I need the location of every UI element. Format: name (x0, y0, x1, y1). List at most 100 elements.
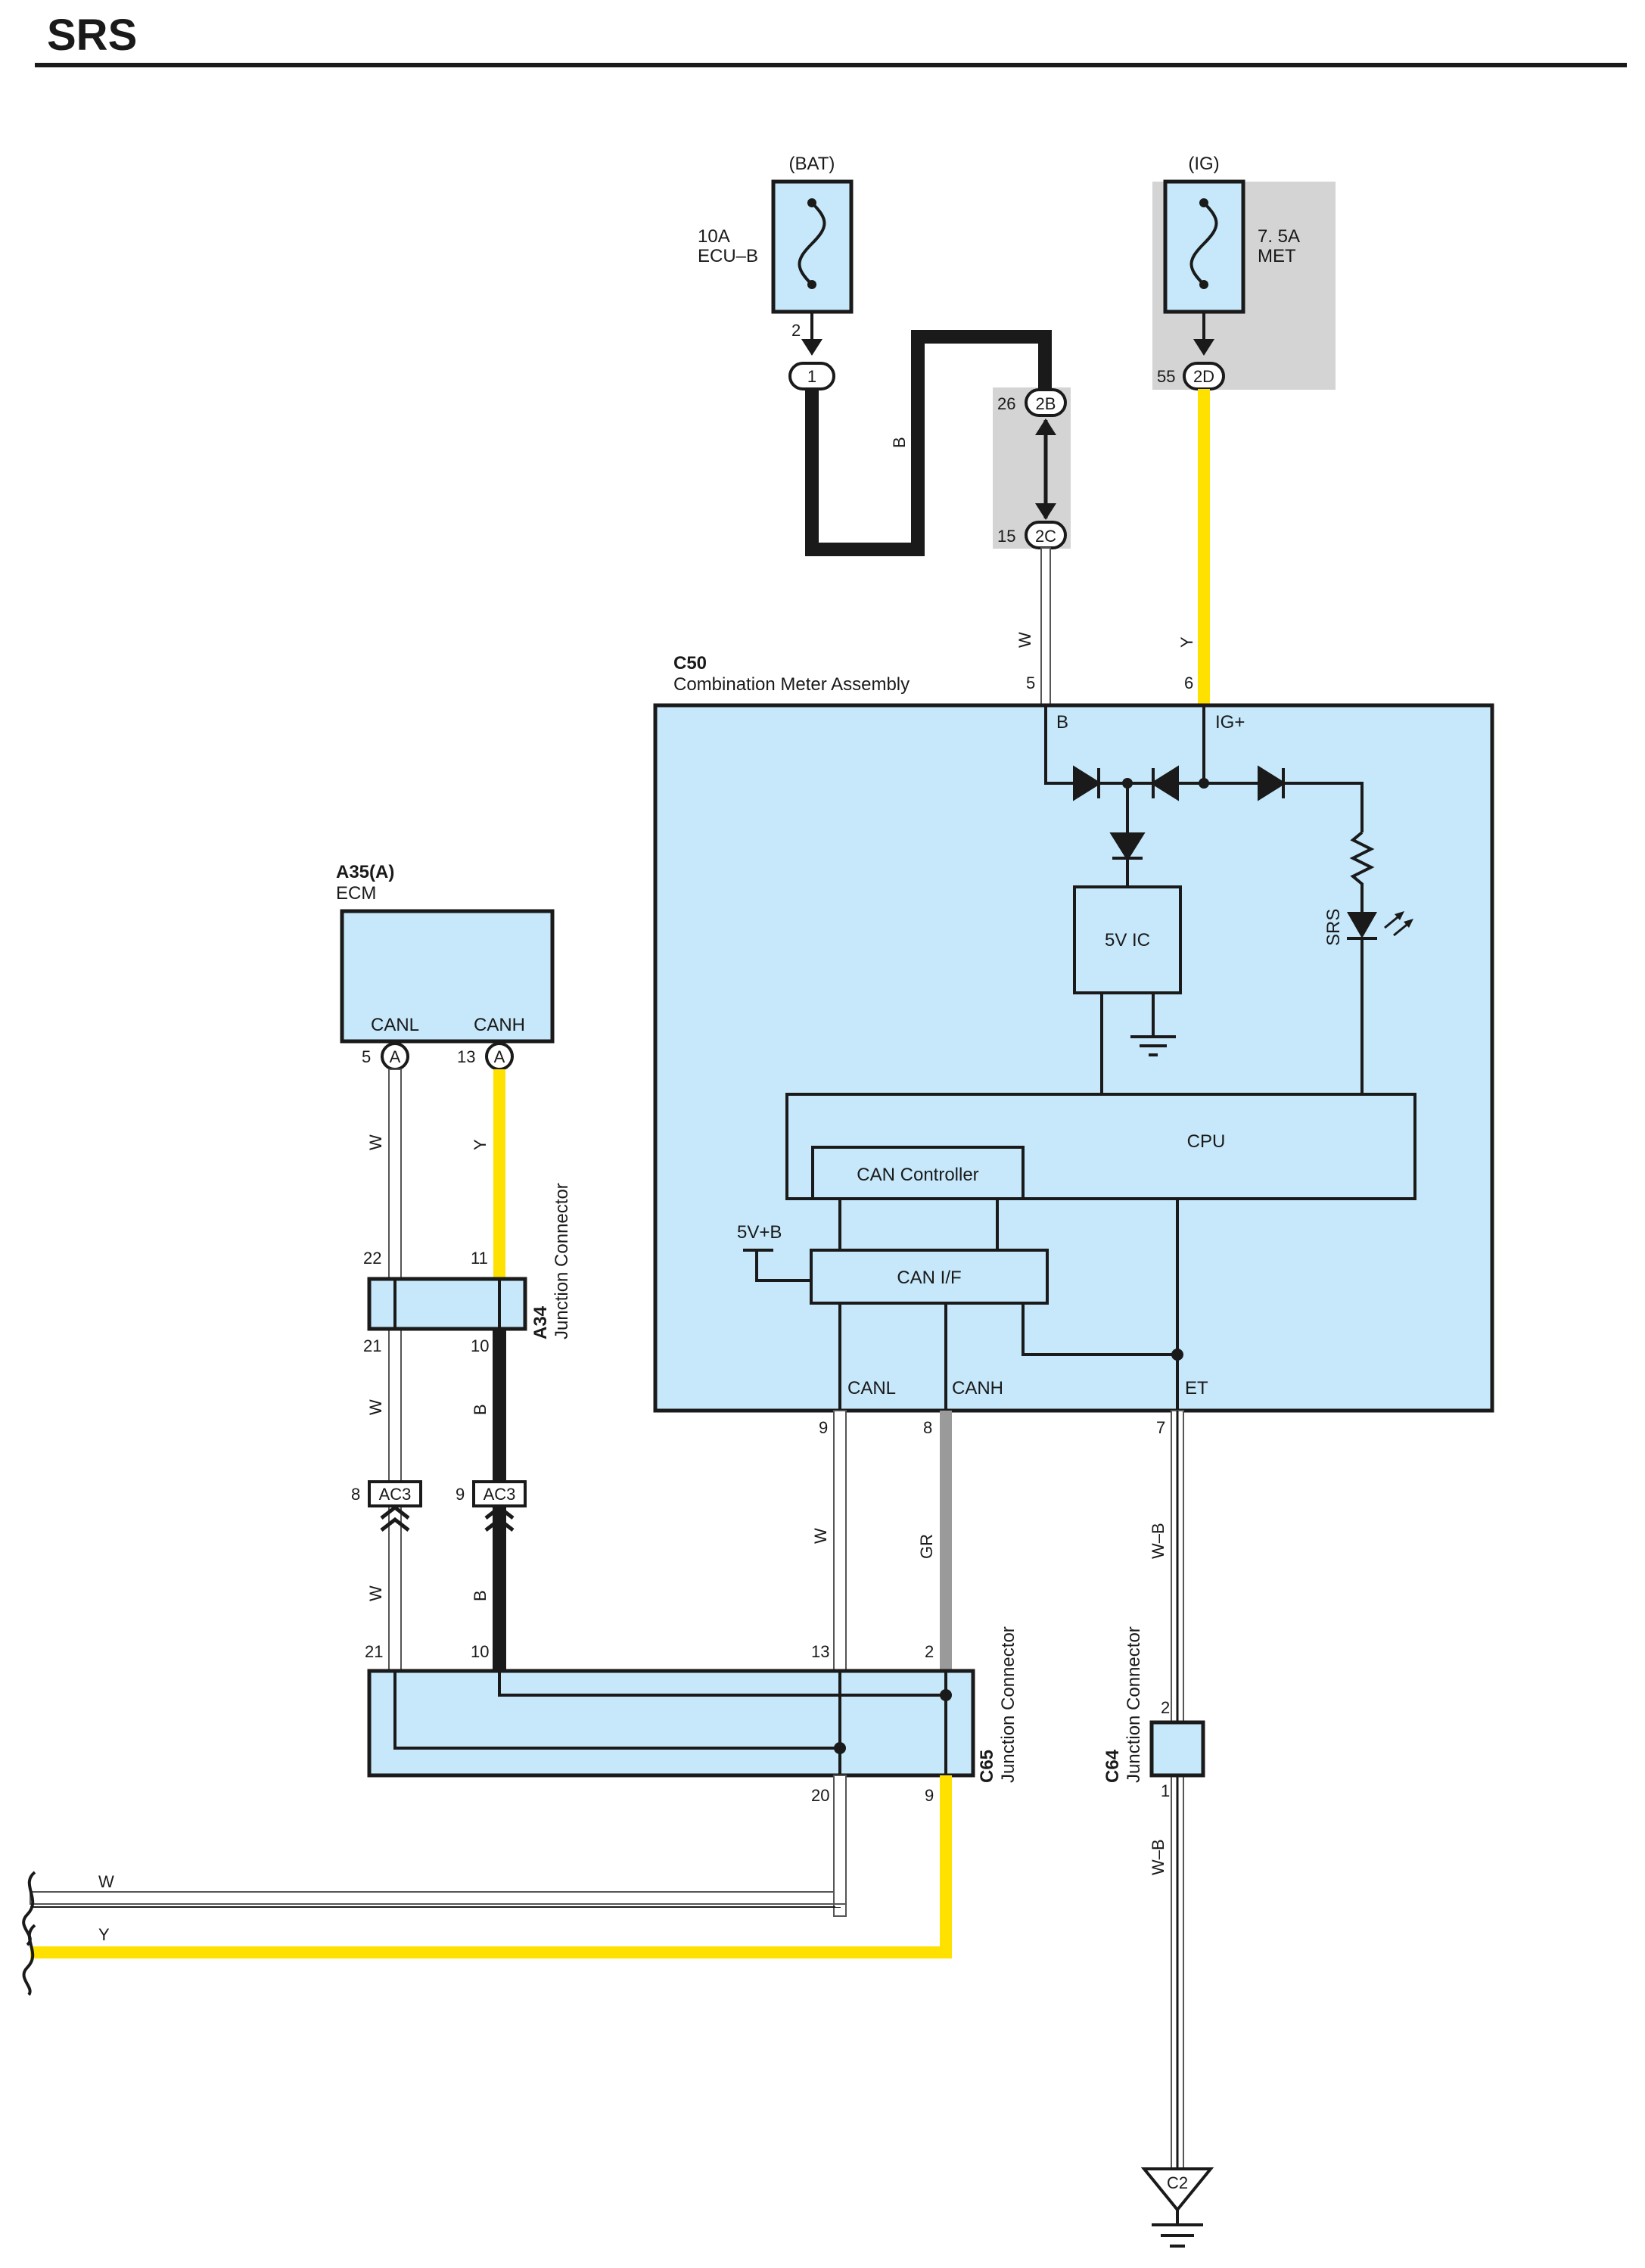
c65-pin-10: 10 (471, 1642, 489, 1661)
meter-term-ig: IG+ (1215, 712, 1245, 733)
a34-pin-11: 11 (471, 1249, 488, 1268)
meter-pin-et: 7 (1156, 1418, 1165, 1437)
wire-label-wb-2: W–B (1149, 1839, 1168, 1875)
5v-ic-label: 5V IC (1105, 930, 1150, 950)
svg-text:AC3: AC3 (484, 1485, 516, 1504)
ig-fuse-rating: 7. 5A (1258, 226, 1300, 247)
ecm-pin-canh: 13 (457, 1047, 475, 1066)
connector-2d: 2D (1183, 362, 1225, 390)
meter-pin-b: 5 (1026, 674, 1035, 692)
c65-dot-canh (940, 1689, 952, 1701)
junction-link-2b-2c (1035, 418, 1056, 520)
c64-name: Junction Connector (1124, 1626, 1144, 1783)
c65-pin-9: 9 (925, 1786, 934, 1805)
srs-indicator-label: SRS (1323, 909, 1344, 946)
svg-text:2C: 2C (1035, 527, 1056, 546)
ac3-pin-9: 9 (456, 1485, 465, 1504)
ecm-term-canl: CANL (371, 1015, 419, 1035)
c64-pin-2: 2 (1161, 1698, 1170, 1717)
ecm-name: ECM (336, 883, 376, 904)
5v-b-label: 5V+B (737, 1222, 782, 1243)
wire-label-b-bat: B (890, 437, 909, 448)
c65-code: C65 (977, 1750, 997, 1783)
meter-pin-canh: 8 (923, 1418, 932, 1437)
bat-fuse-pin: 2 (791, 321, 801, 340)
5v-ic-box (1073, 885, 1182, 994)
c65-internal-links (393, 1671, 947, 1775)
c65-dot-canl (834, 1742, 846, 1754)
meter-name: Combination Meter Assembly (673, 674, 910, 695)
ecm-connector-a-canl: A (381, 1042, 409, 1071)
a34-name: Junction Connector (552, 1183, 572, 1339)
c65-pin-2: 2 (925, 1642, 934, 1661)
c65-pin-20: 20 (811, 1786, 829, 1805)
a34-code: A34 (530, 1305, 551, 1339)
connector-2b: 2B (1025, 388, 1067, 417)
can-if-box (810, 1249, 1049, 1305)
wire-white-ecm-canl (388, 1069, 402, 1732)
meter-term-canl: CANL (847, 1378, 896, 1398)
svg-text:2B: 2B (1036, 394, 1056, 413)
wire-label-b-3: B (471, 1590, 490, 1601)
c64-junction-box (1149, 1720, 1205, 1778)
bat-fuse-name: ECU–B (698, 246, 758, 266)
pin-26: 26 (997, 394, 1015, 413)
ecm-term-canh: CANH (474, 1015, 525, 1035)
srs-warning-led (1347, 911, 1413, 940)
svg-text:A: A (494, 1047, 505, 1066)
wire-label-gr: GR (917, 1534, 936, 1559)
wire-label-wb-1: W–B (1149, 1523, 1168, 1559)
pin-15: 15 (997, 527, 1015, 546)
wire-label-y-1: Y (471, 1139, 490, 1150)
ecm-pin-canl: 5 (362, 1047, 371, 1066)
ecm-connector-a-canh: A (485, 1042, 514, 1071)
can-if-label: CAN I/F (897, 1268, 961, 1288)
ecm-code: A35(A) (336, 862, 394, 882)
bat-fuse-rating: 10A (698, 226, 730, 247)
wire-white-out (30, 1891, 847, 1905)
bat-fuse (771, 179, 854, 356)
c64-code: C64 (1102, 1749, 1123, 1783)
wire-label-b-2: B (471, 1404, 490, 1415)
meter-pin-canl: 9 (819, 1418, 828, 1437)
meter-term-canh: CANH (952, 1378, 1003, 1398)
meter-pin-ig: 6 (1184, 674, 1193, 692)
wire-yellow-out (30, 1775, 952, 1958)
can-controller-box (811, 1146, 1025, 1200)
a34-pin-22: 22 (363, 1249, 381, 1268)
wire-label-w-out: W (98, 1872, 114, 1891)
ground-label: C2 (1167, 2173, 1188, 2192)
wire-break-symbol (22, 1871, 36, 1996)
connector-1: 1 (788, 362, 835, 390)
ig-fuse-pin: 55 (1157, 367, 1175, 386)
wire-black-bat (805, 330, 1052, 556)
c65-pin-21: 21 (365, 1642, 383, 1661)
cpu-label: CPU (1187, 1131, 1226, 1152)
connector-2c: 2C (1025, 521, 1067, 549)
ig-fuse (1163, 179, 1245, 356)
meter-term-b: B (1056, 712, 1068, 733)
svg-text:2D: 2D (1193, 367, 1214, 386)
ground-c2 (1140, 2167, 1214, 2248)
wire-label-y-out: Y (98, 1925, 110, 1944)
svg-text:A: A (390, 1047, 401, 1066)
c64-pin-1: 1 (1161, 1781, 1170, 1800)
page-title: SRS (47, 11, 137, 60)
can-controller-label: CAN Controller (857, 1165, 978, 1185)
meter-term-et: ET (1185, 1378, 1208, 1398)
wire-white-b (1040, 547, 1051, 706)
wire-label-w-b: W (1015, 632, 1034, 648)
ecm-box (340, 909, 555, 1044)
wire-label-w-2: W (366, 1399, 385, 1415)
svg-text:AC3: AC3 (379, 1485, 412, 1504)
meter-code: C50 (673, 653, 707, 674)
wire-label-y-ig: Y (1177, 636, 1196, 648)
wire-label-w-1: W (366, 1134, 385, 1150)
a34-junction-box (367, 1277, 527, 1331)
ac3-connector-w: AC3 (368, 1480, 422, 1532)
combination-meter-box (653, 703, 1494, 1413)
junction-dots (1122, 778, 1209, 1361)
ac3-pin-8: 8 (351, 1485, 360, 1504)
ig-fuse-name: MET (1258, 246, 1296, 266)
a34-pin-10: 10 (471, 1336, 489, 1355)
